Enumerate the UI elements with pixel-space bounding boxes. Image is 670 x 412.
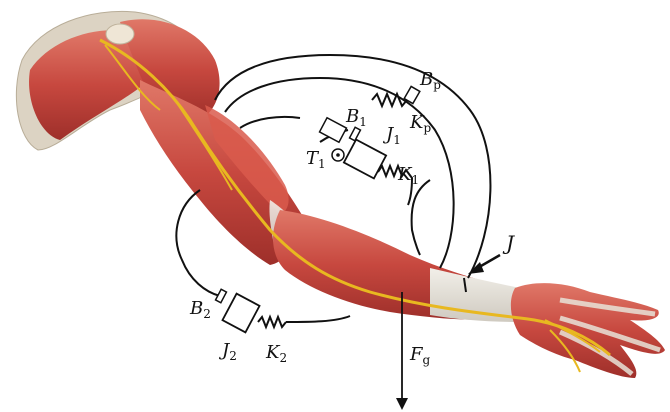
label-j1: J1 — [382, 124, 401, 147]
wire-k2-to-forearm — [286, 316, 350, 322]
label-k2: K2 — [265, 342, 287, 365]
inertia-j2 — [222, 294, 259, 333]
label-t1: T1 — [306, 148, 326, 171]
damper-b1 — [350, 127, 361, 140]
hand — [511, 283, 665, 378]
arm-illustration — [16, 11, 665, 378]
spring-kp — [372, 94, 407, 106]
label-k1: K1 — [397, 164, 419, 187]
label-bp: Bp — [419, 69, 441, 92]
damper-b2 — [216, 289, 227, 302]
joint-j-arrow — [468, 255, 500, 274]
wire-inner-to-k1 — [412, 180, 430, 255]
label-j2: J2 — [218, 340, 237, 363]
label-kp: Kp — [409, 112, 431, 135]
label-fg: Fg — [409, 344, 431, 367]
spring-k2 — [258, 317, 286, 327]
label-b1: B1 — [345, 106, 367, 129]
label-j: J — [502, 231, 515, 255]
humeral-head — [106, 24, 134, 44]
label-b2: B2 — [189, 298, 211, 321]
